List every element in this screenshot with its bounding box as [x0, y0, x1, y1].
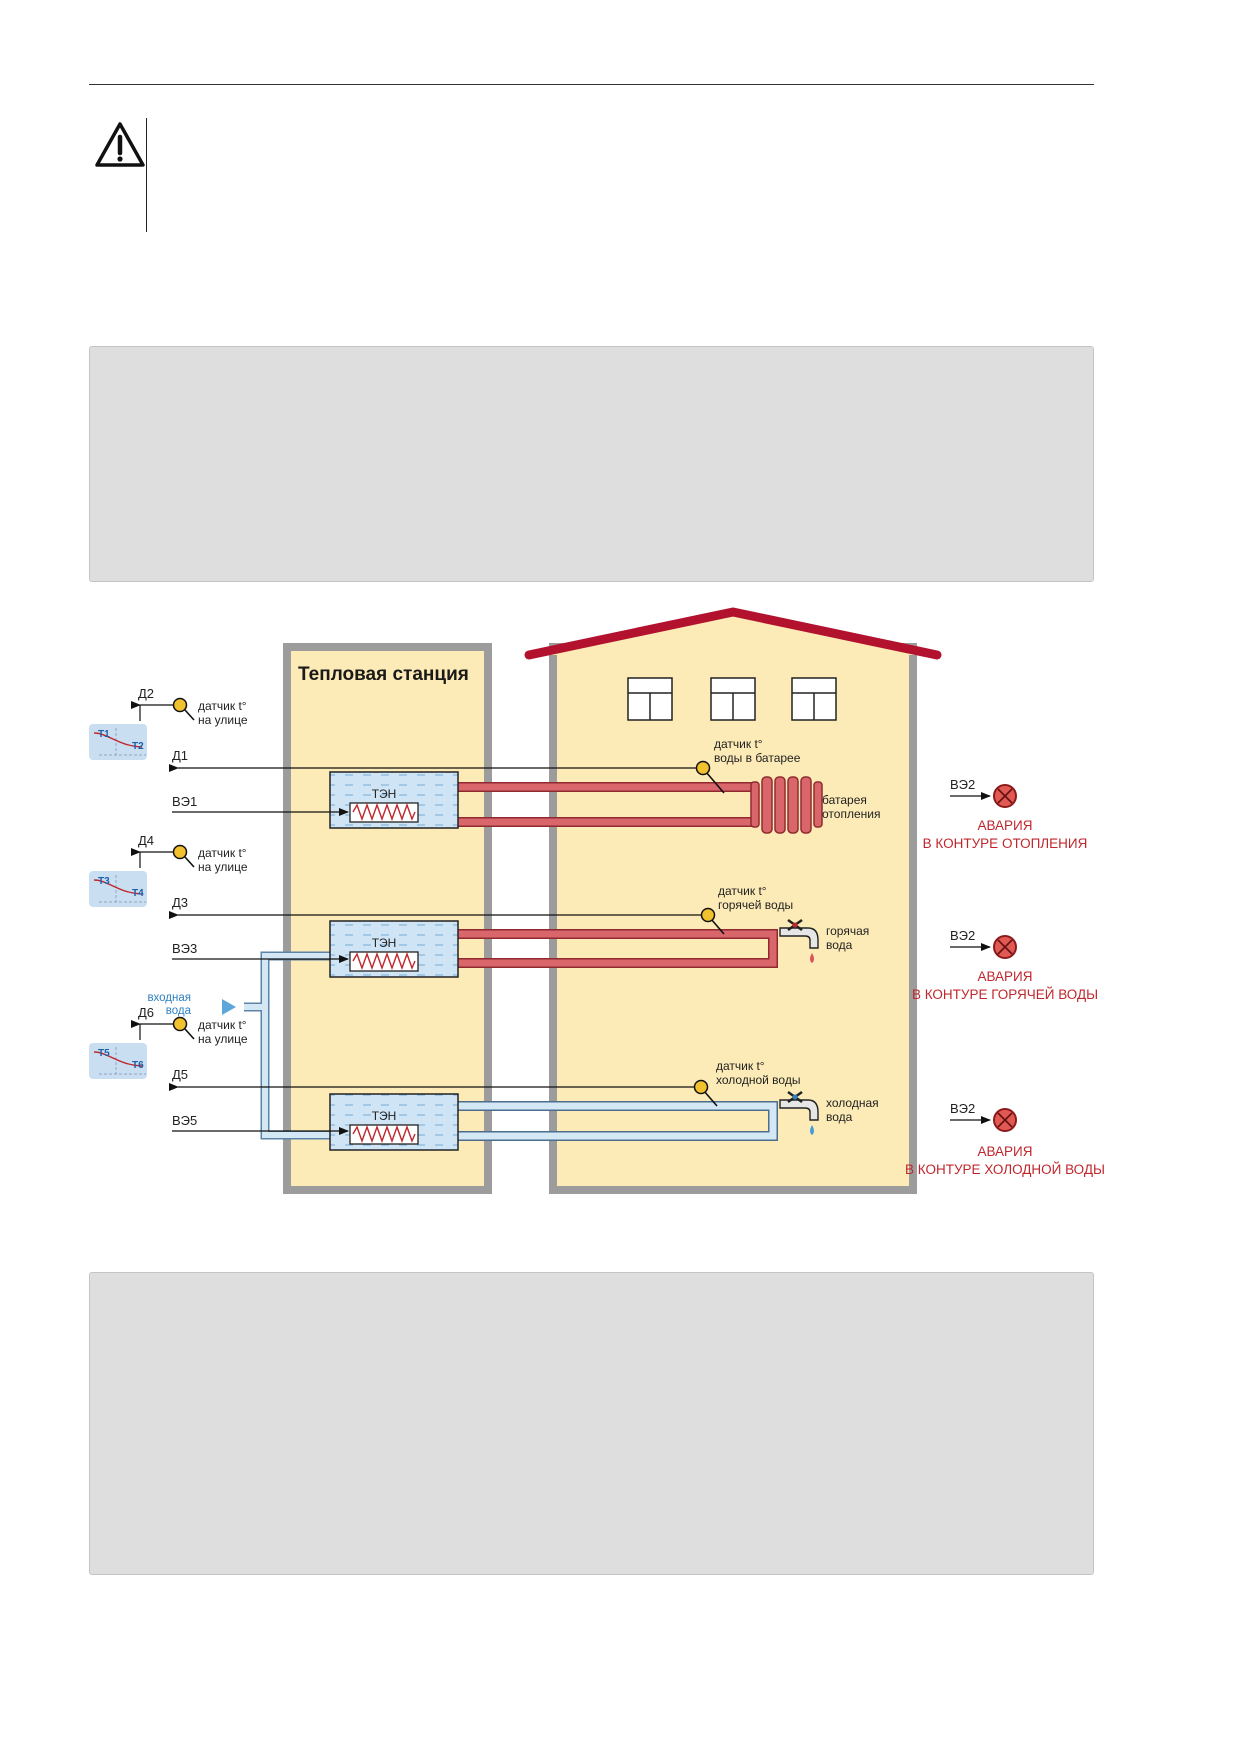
temperature-curve-icon: [89, 724, 147, 760]
heater-output-tag: ВЭ1: [172, 794, 197, 809]
water-sensor-label: воды в батарее: [714, 751, 801, 765]
hot-tap-icon: [779, 918, 819, 963]
alarm-lamp-icon: [993, 784, 1017, 808]
outdoor-sensor-icon: [172, 697, 188, 713]
alarm-label: АВАРИЯ: [977, 1144, 1032, 1159]
outdoor-sensor-label: на улице: [198, 860, 248, 874]
consumer-label: батарея: [822, 793, 867, 807]
water-sensor-label: холодной воды: [716, 1073, 800, 1087]
water-signal-tag: Д1: [172, 748, 188, 763]
curve-left-label: Т1: [98, 729, 110, 740]
curve-left-label: Т3: [98, 876, 110, 887]
house-window: [627, 677, 673, 721]
water-sensor-label: датчик t°: [718, 884, 767, 898]
alarm-lamp-icon: [993, 1108, 1017, 1132]
outdoor-sensor-icon: [172, 1016, 188, 1032]
top-rule: [89, 84, 1094, 85]
info-box-bottom: [89, 1272, 1094, 1575]
curve-right-label: Т6: [132, 1060, 144, 1071]
heating-station-diagram: Тепловая станция входная вода батарея о: [89, 607, 1105, 1194]
inlet-water-label-2: вода: [166, 1005, 192, 1017]
alarm-label: В КОНТУРЕ ОТОПЛЕНИЯ: [923, 836, 1088, 851]
house-panel: [549, 643, 917, 1194]
roof: [524, 607, 942, 660]
circuit-heating: батарея отопления ТЭН ВЭ1 Д1 датчик t° в…: [89, 686, 1087, 851]
outdoor-signal-tag: Д2: [138, 686, 154, 701]
outdoor-signal-tag: Д4: [138, 833, 154, 848]
water-sensor-icon: [693, 1079, 709, 1095]
outdoor-signal-tag: Д6: [138, 1005, 154, 1020]
water-sensor-icon: [695, 760, 711, 776]
curve-left-label: Т5: [98, 1048, 110, 1059]
info-box-top: [89, 346, 1094, 582]
water-sensor-label: датчик t°: [716, 1059, 765, 1073]
station-title: Тепловая станция: [298, 664, 469, 685]
inlet-pipe: [244, 951, 330, 1140]
heater-output-tag: ВЭ5: [172, 1113, 197, 1128]
outdoor-sensor-label: датчик t°: [198, 699, 247, 713]
roof-fill: [529, 612, 937, 655]
consumer-label: холодная: [826, 1096, 879, 1110]
alarm-output-tag: ВЭ2: [950, 928, 975, 943]
alarm-label: В КОНТУРЕ ХОЛОДНОЙ ВОДЫ: [905, 1162, 1105, 1177]
temperature-curve-icon: [89, 871, 147, 907]
cold-tap-icon: [779, 1090, 819, 1135]
inlet-water-label-1: входная: [147, 992, 191, 1004]
alarm-label: В КОНТУРЕ ГОРЯЧЕЙ ВОДЫ: [912, 987, 1098, 1002]
alarm-output-tag: ВЭ2: [950, 1101, 975, 1116]
warning-icon: [94, 120, 146, 172]
outdoor-sensor-label: на улице: [198, 713, 248, 727]
alarm-output-tag: ВЭ2: [950, 777, 975, 792]
house-window: [710, 677, 756, 721]
warning-divider: [146, 118, 147, 232]
heater-label: ТЭН: [372, 1109, 397, 1123]
circuit-hot-water: горячая вода ТЭН ВЭ3 Д3 датчик t° горяче…: [89, 833, 1098, 1002]
curve-right-label: Т4: [132, 888, 144, 899]
heater-label: ТЭН: [372, 936, 397, 950]
water-signal-tag: Д3: [172, 895, 188, 910]
alarm-lamp-icon: [993, 935, 1017, 959]
house-window: [791, 677, 837, 721]
water-sensor-icon: [700, 907, 716, 923]
circuit-cold-water: холодная вода ТЭН ВЭ5 Д5 датчик t° холод…: [89, 1005, 1105, 1177]
outdoor-sensor-icon: [172, 844, 188, 860]
consumer-label: отопления: [822, 807, 880, 821]
outdoor-sensor-label: на улице: [198, 1032, 248, 1046]
consumer-label: вода: [826, 938, 853, 952]
alarm-label: АВАРИЯ: [977, 818, 1032, 833]
consumer-label: горячая: [826, 924, 869, 938]
temperature-curve-icon: [89, 1043, 147, 1079]
heater-label: ТЭН: [372, 787, 397, 801]
inlet-arrow-icon: [222, 999, 236, 1015]
alarm-label: АВАРИЯ: [977, 969, 1032, 984]
water-signal-tag: Д5: [172, 1067, 188, 1082]
water-sensor-label: датчик t°: [714, 737, 763, 751]
water-sensor-label: горячей воды: [718, 898, 793, 912]
curve-right-label: Т2: [132, 741, 144, 752]
radiator-icon: [750, 776, 823, 834]
consumer-label: вода: [826, 1110, 853, 1124]
outdoor-sensor-label: датчик t°: [198, 1018, 247, 1032]
outdoor-sensor-label: датчик t°: [198, 846, 247, 860]
heater-output-tag: ВЭ3: [172, 941, 197, 956]
